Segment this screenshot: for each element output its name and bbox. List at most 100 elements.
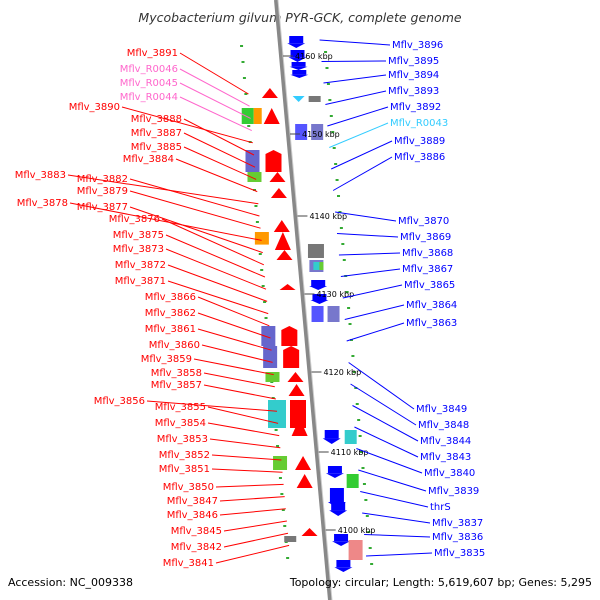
leader-line: [223, 532, 289, 548]
leader-line: [335, 211, 397, 222]
gene-label-left: Mflv_3876: [109, 214, 160, 225]
gene-label-left: Mflv_3891: [127, 48, 178, 59]
leader-line: [211, 468, 283, 473]
feature-glyph: [348, 540, 363, 560]
tick-dot: [367, 531, 371, 533]
leader-line: [332, 156, 393, 191]
leader-line: [201, 344, 273, 363]
leader-line: [342, 284, 403, 299]
feature-glyph: [288, 384, 305, 396]
gene-label-left: Mflv_3883: [15, 170, 66, 181]
gene-label-right: Mflv_3844: [420, 436, 471, 447]
leader-line: [165, 248, 267, 290]
gene-label-left: Mflv_R0046: [120, 64, 178, 75]
leader-line: [183, 146, 257, 180]
leader-line: [323, 74, 387, 84]
gene-label-left: Mflv_3888: [131, 114, 182, 125]
gene-label-left: Mflv_3875: [113, 230, 164, 241]
gene-label-right: Mflv_3839: [428, 486, 479, 497]
tick-dot: [240, 45, 244, 47]
leader-line: [356, 448, 423, 474]
tick-dot: [355, 403, 359, 405]
feature-glyph: [270, 188, 287, 198]
tick-dot: [247, 125, 251, 127]
gene-label-left: Mflv_3852: [159, 450, 210, 461]
gene-label-left: Mflv_3871: [115, 276, 166, 287]
feature-glyph: [296, 474, 313, 488]
gene-label-left: Mflv_3850: [163, 482, 214, 493]
gene-label-right: Mflv_3867: [402, 264, 453, 275]
leader-line: [327, 106, 389, 127]
tick-dot: [331, 131, 335, 133]
gene-label-left: Mflv_3861: [145, 324, 196, 335]
tick-dot: [360, 451, 364, 453]
leader-line: [364, 534, 431, 538]
tick-dots-right: [324, 51, 374, 565]
feature-glyph: [288, 50, 307, 62]
tick-dot: [364, 499, 368, 501]
tick-dot: [358, 435, 362, 437]
tick-dot: [286, 557, 290, 559]
feature-glyph: [344, 430, 357, 444]
left-label-leaders: [67, 52, 290, 564]
accession-text: Accession: NC_009338: [8, 576, 133, 589]
feature-glyph: [309, 260, 324, 272]
gene-label-right: Mflv_3843: [420, 452, 471, 463]
leader-line: [223, 520, 287, 532]
tick-dot: [361, 467, 365, 469]
gene-label-left: Mflv_3862: [145, 308, 196, 319]
ruler-label: 4120 kbp: [323, 368, 361, 377]
gene-label-left: Mflv_3890: [69, 102, 120, 113]
gene-label-right: Mflv_3865: [404, 280, 455, 291]
gene-label-right: Mflv_3836: [432, 532, 483, 543]
tick-dot: [325, 67, 329, 69]
tick-dot: [280, 493, 284, 495]
feature-glyph: [276, 250, 293, 260]
leader-line: [207, 422, 280, 437]
feature-glyph: [311, 306, 340, 322]
gene-label-right: Mflv_R0043: [390, 118, 448, 129]
leader-line: [215, 544, 290, 564]
tick-dot: [337, 195, 341, 197]
gene-label-right: Mflv_3870: [398, 216, 449, 227]
tick-dot: [328, 99, 332, 101]
leader-line: [215, 483, 284, 488]
gene-label-left: Mflv_3860: [149, 340, 200, 351]
gene-label-left: Mflv_3855: [155, 402, 206, 413]
leader-line: [325, 90, 387, 105]
gene-label-left: Mflv_3854: [155, 418, 206, 429]
leader-line: [179, 82, 251, 119]
gene-label-left: Mflv_3884: [123, 154, 174, 165]
tick-dot: [278, 477, 282, 479]
leader-line: [175, 158, 258, 193]
leader-line: [338, 252, 401, 256]
leader-line: [183, 118, 255, 156]
gene-label-right: Mflv_3889: [394, 136, 445, 147]
left-labels: Mflv_3891Mflv_R0046Mflv_R0045Mflv_R0044M…: [15, 48, 222, 569]
leader-line: [193, 358, 274, 376]
gene-label-left: Mflv_3878: [17, 198, 68, 209]
ruler-label: 4110 kbp: [331, 448, 369, 457]
leader-line: [203, 384, 277, 400]
gene-label-right: Mflv_3840: [424, 468, 475, 479]
gene-label-left: Mflv_3866: [145, 292, 196, 303]
feature-glyph: [273, 456, 312, 470]
tick-dot: [365, 515, 369, 517]
leader-line: [121, 106, 253, 144]
tick-dot: [338, 211, 342, 213]
tick-dot: [258, 253, 262, 255]
leader-line: [167, 280, 269, 315]
feature-glyph: [329, 502, 348, 516]
gene-label-left: Mflv_3879: [77, 186, 128, 197]
gene-label-left: Mflv_3857: [151, 380, 202, 391]
tick-dot: [276, 445, 280, 447]
leader-line: [129, 190, 261, 229]
feature-glyph: [307, 244, 324, 258]
leader-line: [207, 406, 279, 424]
leader-line: [203, 372, 275, 388]
tick-dot: [352, 371, 356, 373]
tick-dot: [244, 93, 248, 95]
gene-label-left: Mflv_3882: [77, 174, 128, 185]
leader-line: [329, 122, 389, 148]
